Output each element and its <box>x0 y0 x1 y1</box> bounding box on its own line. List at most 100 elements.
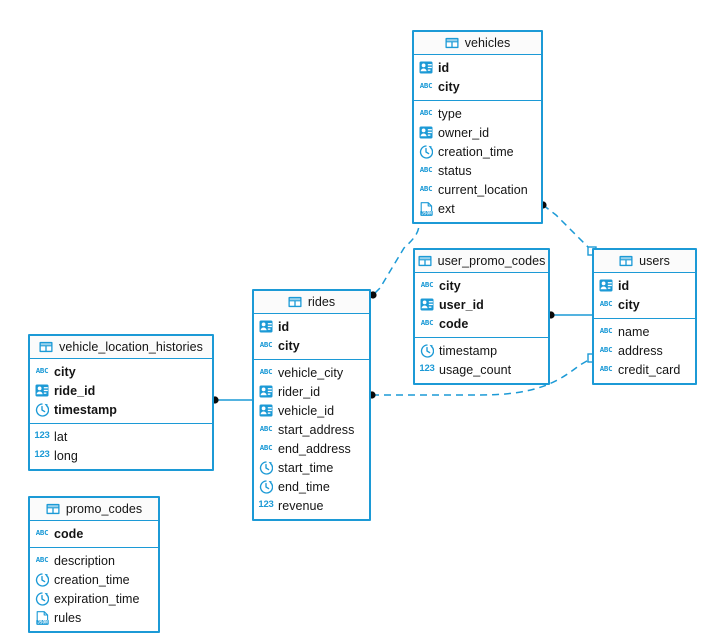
123-number-icon: 123 <box>258 498 274 510</box>
field-row[interactable]: ABC code <box>30 524 158 543</box>
relationship-user_promo_codes-users[interactable] <box>547 311 592 319</box>
field-row[interactable]: 123 lat <box>30 427 212 446</box>
table-title: vehicle_location_histories <box>59 340 203 354</box>
field-row[interactable]: creation_time <box>30 570 158 589</box>
field-name: ext <box>438 201 455 216</box>
field-row[interactable]: vehicle_id <box>254 401 369 420</box>
abc-string-icon: ABC <box>259 339 273 349</box>
id-badge-icon <box>419 61 433 75</box>
field-row[interactable]: owner_id <box>414 123 541 142</box>
id-badge-icon <box>259 404 273 418</box>
field-row[interactable]: 123 usage_count <box>415 360 548 379</box>
table-header-vehicles[interactable]: vehicles <box>414 32 541 55</box>
field-row[interactable]: id <box>414 58 541 77</box>
field-row[interactable]: end_time <box>254 477 369 496</box>
abc-string-icon: ABC <box>599 298 613 308</box>
abc-string-icon: ABC <box>599 344 613 354</box>
field-row[interactable]: start_time <box>254 458 369 477</box>
123-number-icon: 123 <box>419 362 435 374</box>
123-number-icon: 123 <box>34 429 50 441</box>
field-name: description <box>54 553 115 568</box>
id-badge-icon <box>259 320 273 334</box>
field-name: id <box>278 319 290 334</box>
field-row[interactable]: id <box>254 317 369 336</box>
field-name: code <box>439 316 469 331</box>
table-header-promo_codes[interactable]: promo_codes <box>30 498 158 521</box>
field-row[interactable]: ride_id <box>30 381 212 400</box>
abc-string-icon: ABC <box>599 325 613 335</box>
abc-string-icon: ABC <box>419 183 433 193</box>
field-name: ride_id <box>54 383 96 398</box>
relationship-vlh-rides[interactable] <box>211 396 252 404</box>
field-name: expiration_time <box>54 591 140 606</box>
clock-icon <box>35 591 49 606</box>
field-name: code <box>54 526 84 541</box>
field-row[interactable]: expiration_time <box>30 589 158 608</box>
field-name: type <box>438 106 462 121</box>
field-row[interactable]: rider_id <box>254 382 369 401</box>
field-row[interactable]: ABC type <box>414 104 541 123</box>
field-row[interactable]: creation_time <box>414 142 541 161</box>
abc-string-icon: ABC <box>419 107 433 117</box>
field-row[interactable]: user_id <box>415 295 548 314</box>
field-row[interactable]: timestamp <box>30 400 212 419</box>
clock-icon <box>259 460 273 475</box>
clock-icon <box>35 572 49 587</box>
abc-string-icon: ABC <box>420 279 434 289</box>
field-name: usage_count <box>439 362 512 377</box>
relationship-vehicles-users[interactable] <box>539 201 597 256</box>
field-row[interactable]: timestamp <box>415 341 548 360</box>
abc-string-icon: ABC <box>35 527 49 537</box>
table-icon <box>619 254 633 268</box>
field-name: address <box>618 343 663 358</box>
field-row[interactable]: ABC city <box>415 276 548 295</box>
field-name: lat <box>54 429 68 444</box>
field-name: rider_id <box>278 384 321 399</box>
id-badge-icon <box>35 384 49 398</box>
field-name: id <box>438 60 450 75</box>
abc-string-icon: ABC <box>419 164 433 174</box>
table-header-vehicle_location_histories[interactable]: vehicle_location_histories <box>30 336 212 359</box>
table-header-users[interactable]: users <box>594 250 695 273</box>
table-icon <box>46 502 60 516</box>
field-name: end_time <box>278 479 330 494</box>
clock-icon <box>420 343 434 358</box>
table-header-user_promo_codes[interactable]: user_promo_codes <box>415 250 548 273</box>
field-name: vehicle_city <box>278 365 344 380</box>
table-title: user_promo_codes <box>437 254 546 268</box>
field-name: timestamp <box>439 343 498 358</box>
field-row[interactable]: ABC address <box>594 341 695 360</box>
field-row[interactable]: id <box>594 276 695 295</box>
table-header-rides[interactable]: rides <box>254 291 369 314</box>
table-title: vehicles <box>464 36 511 50</box>
field-name: city <box>439 278 461 293</box>
table-title: users <box>639 254 670 268</box>
